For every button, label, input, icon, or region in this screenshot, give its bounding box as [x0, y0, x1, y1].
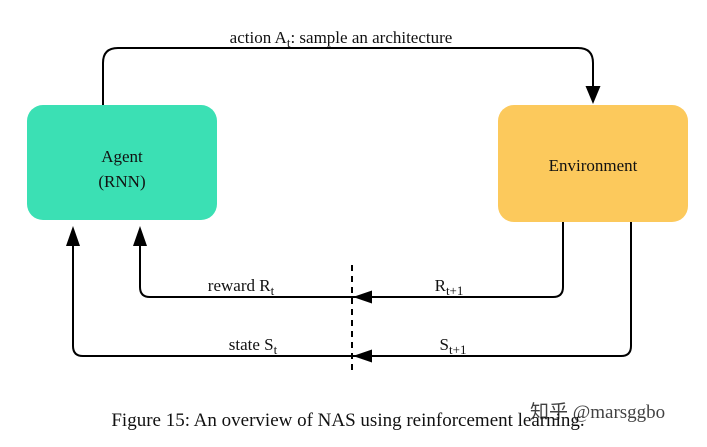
environment-box-label: Environment [549, 156, 638, 175]
state-arrowhead-icon [66, 226, 80, 246]
action-arrow-line [102, 47, 594, 105]
reward-arrow-line [139, 222, 564, 298]
reward-arrowhead-icon [133, 226, 147, 246]
watermark: 知乎 @marsggbo [530, 401, 665, 423]
state-return-label: St+1 [440, 335, 467, 357]
figure-caption: Figure 15: An overview of NAS using rein… [111, 410, 584, 431]
reward-mid-arrowhead-icon [353, 290, 372, 304]
reward-label: reward Rt [208, 276, 275, 298]
state-label: state St [229, 335, 278, 357]
environment-box [498, 105, 688, 222]
agent-box [27, 105, 217, 220]
agent-box-label-line1: Agent [101, 147, 143, 166]
state-mid-arrowhead-icon [353, 349, 372, 363]
action-arrowhead-icon [585, 86, 601, 104]
reward-return-label: Rt+1 [435, 276, 464, 298]
action-label: action At: sample an architecture [230, 28, 453, 50]
agent-box-label-line2: (RNN) [98, 172, 145, 191]
